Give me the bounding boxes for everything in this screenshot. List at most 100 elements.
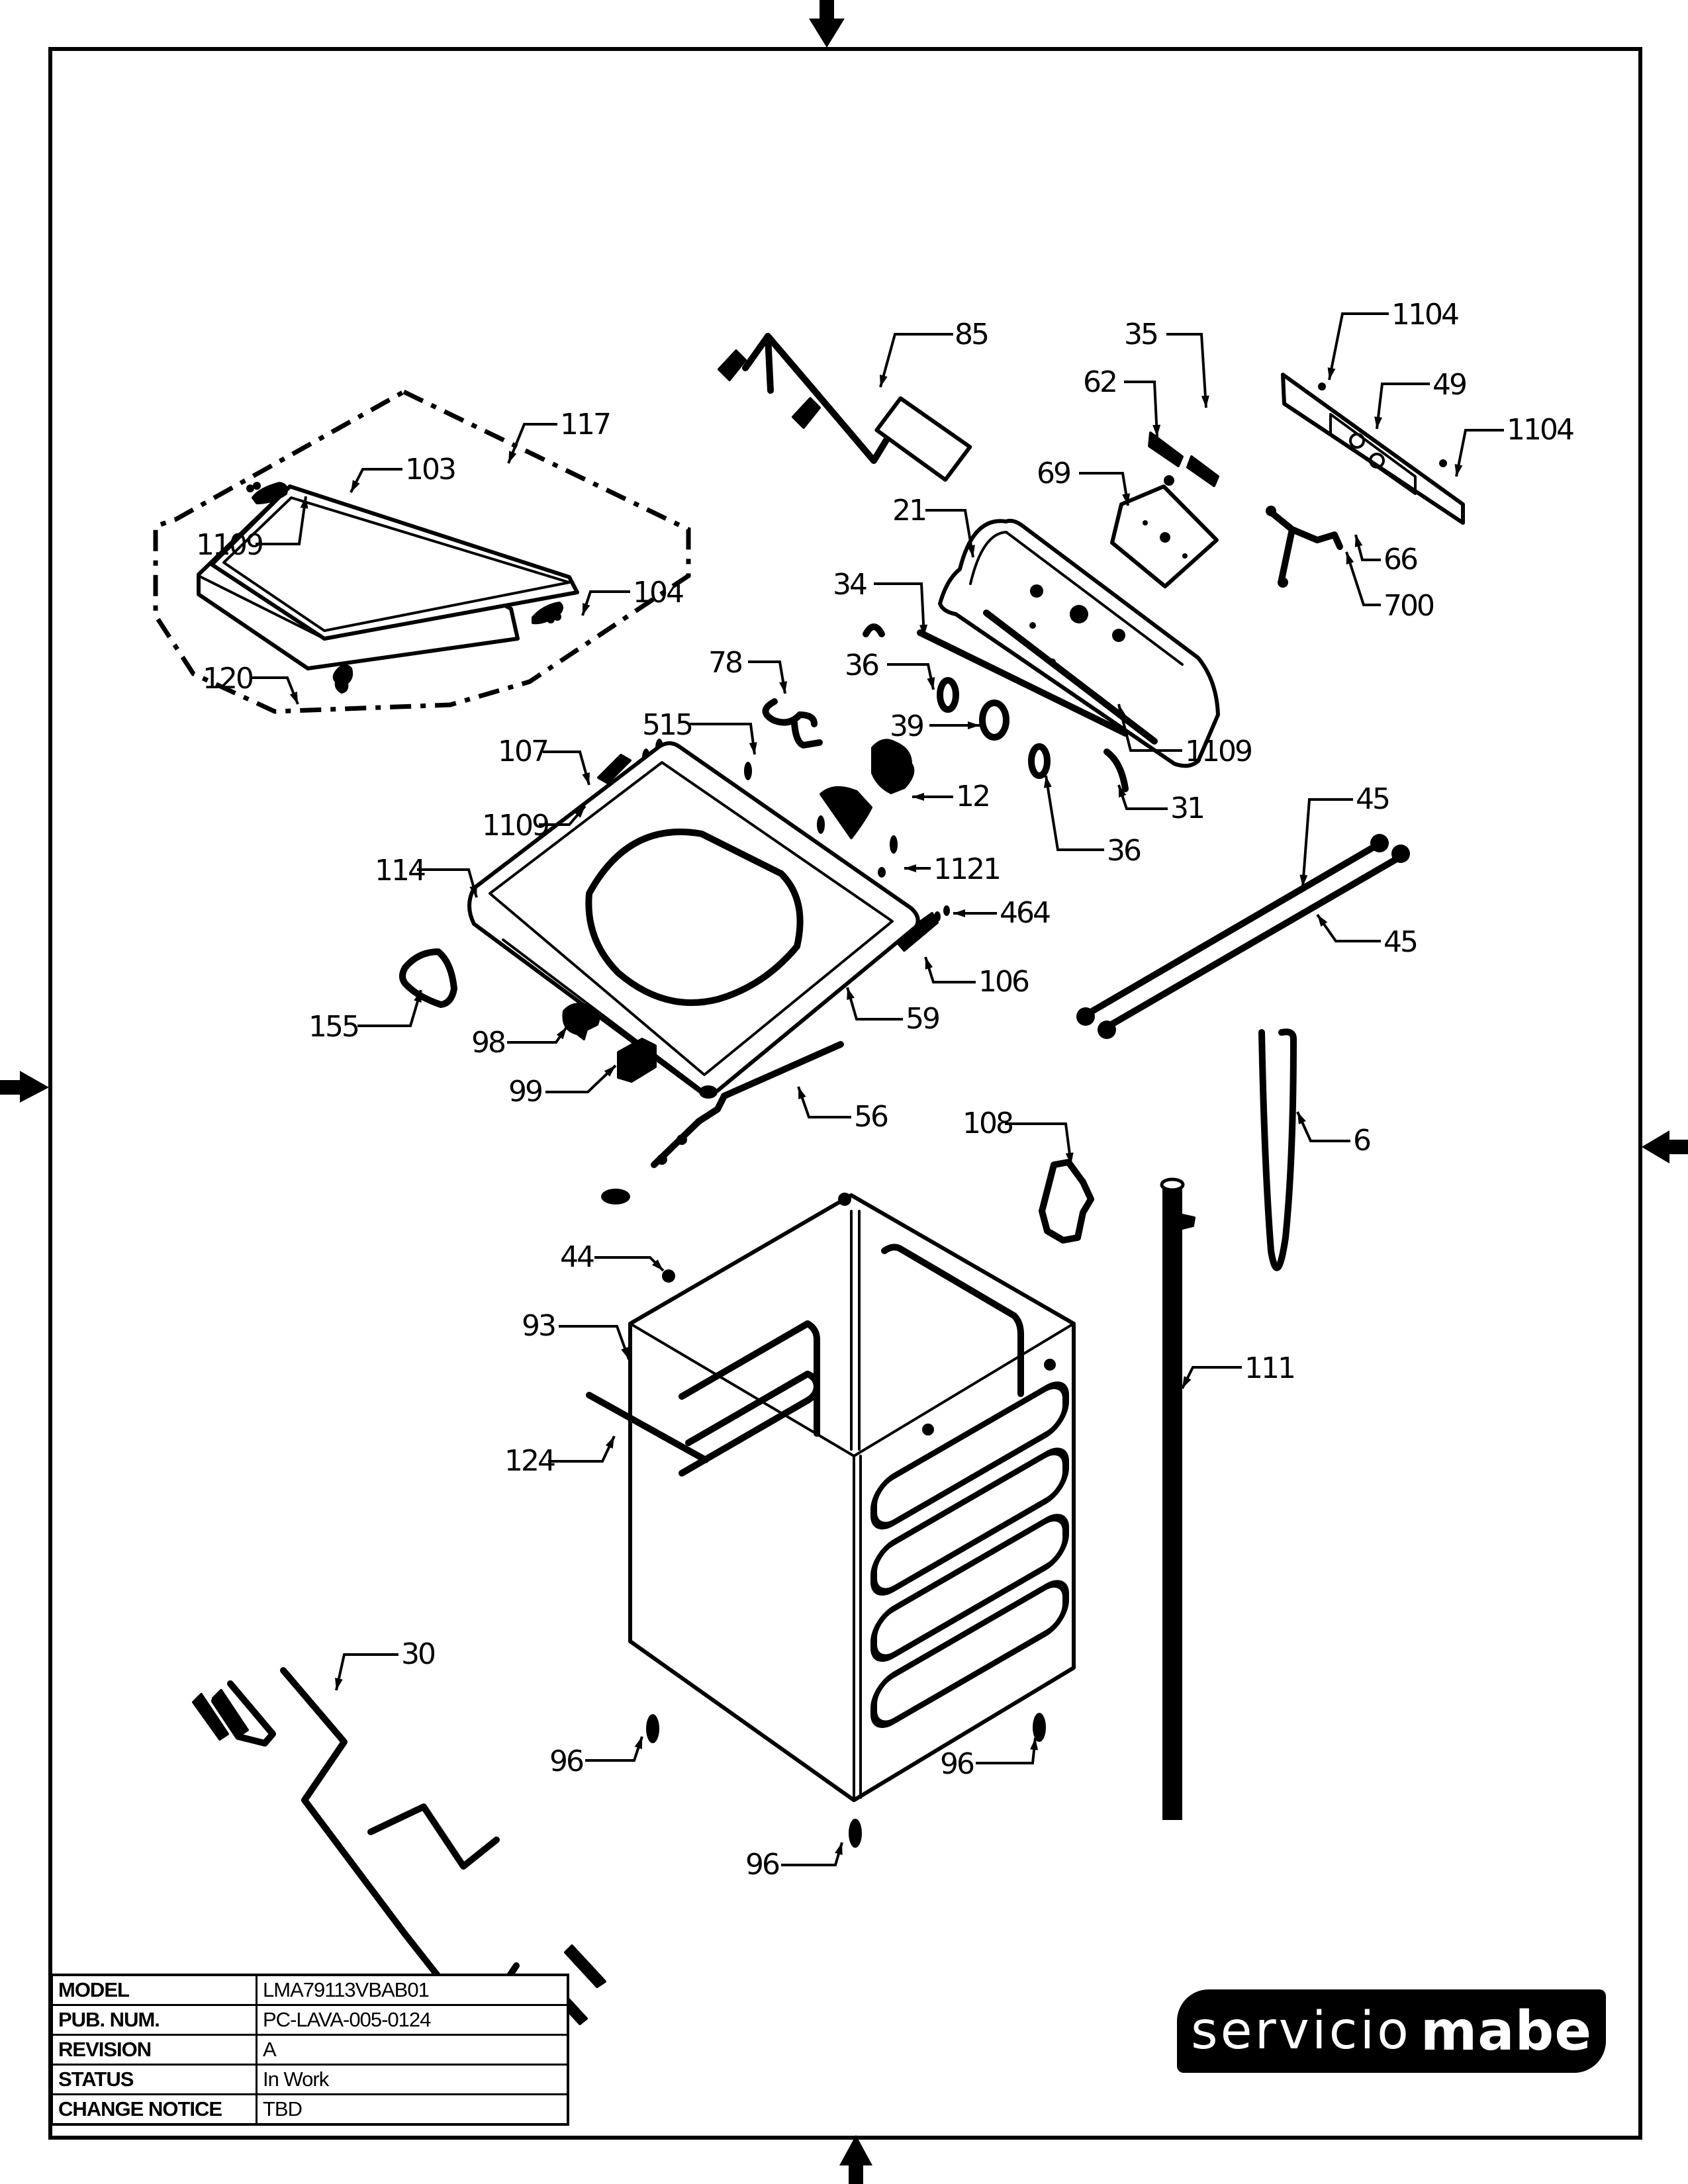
leader-arrowhead [1354, 535, 1363, 547]
callout-label: 103 [405, 453, 455, 486]
title-block: MODEL LMA79113VBAB01 PUB. NUM. PC-LAVA-0… [50, 1974, 569, 2126]
leader-arrowhead [605, 1436, 614, 1449]
callout-34: 34 [833, 568, 928, 637]
leader-arrowhead [574, 806, 585, 818]
part-96-foot-right [1033, 1713, 1046, 1742]
part-49-console-panel [1281, 373, 1465, 525]
callout-12: 12 [912, 780, 991, 813]
leader-line [250, 676, 299, 705]
part-155-foot [399, 948, 457, 1008]
callout-700: 700 [1345, 551, 1436, 623]
callout-label: 66 [1383, 543, 1417, 576]
center-arrow-bottom [839, 2135, 872, 2184]
callout-1104: 1104 [1327, 298, 1460, 381]
title-key-change-notice: CHANGE NOTICE [50, 2093, 258, 2126]
callout-label: 34 [833, 568, 867, 602]
leader-line [1296, 1111, 1350, 1142]
callout-label: 99 [508, 1075, 541, 1109]
part-36-grommet-lower [1028, 743, 1051, 779]
leader-line [350, 468, 402, 493]
part-114-top-cover [467, 741, 920, 1096]
callout-111: 111 [1181, 1351, 1296, 1389]
callout-label: 36 [845, 649, 878, 682]
callout-56: 56 [797, 1086, 890, 1134]
callout-label: 12 [956, 780, 989, 813]
callout-label: 49 [1432, 368, 1466, 402]
leader-arrowhead [652, 1259, 663, 1271]
leader-line [417, 868, 478, 898]
callout-label: 78 [708, 646, 741, 680]
leader-line [781, 1842, 843, 1866]
leader-line [1005, 1122, 1072, 1165]
callout-label: 1121 [933, 852, 1000, 886]
leader-arrowhead [879, 375, 888, 387]
callout-1109: 1109 [196, 496, 308, 562]
center-arrow-right [1642, 1130, 1688, 1163]
leader-arrowhead [1374, 416, 1383, 429]
callout-label: 44 [560, 1240, 594, 1274]
callout-label: 56 [854, 1100, 888, 1134]
leader-arrowhead [927, 677, 935, 690]
part-56-harness [601, 1041, 844, 1205]
part-99-switch [617, 1038, 657, 1083]
leader-arrowhead [904, 864, 916, 872]
part-34-trim-strip [917, 629, 1129, 737]
callout-49: 49 [1374, 368, 1468, 430]
leader-line [887, 663, 935, 690]
leader-arrowhead [621, 1347, 629, 1359]
callout-1104: 1104 [1454, 413, 1575, 477]
leader-arrowhead [634, 1737, 642, 1749]
leader-arrowhead [1297, 1112, 1306, 1124]
leader-arrowhead [749, 742, 757, 754]
leader-arrowhead [1182, 1376, 1192, 1388]
callout-62: 62 [1083, 365, 1161, 437]
leader-line [507, 423, 557, 464]
leader-line [335, 1653, 399, 1691]
title-key-pub-num: PUB. NUM. [50, 2004, 258, 2036]
callout-96: 96 [549, 1736, 643, 1778]
title-key-model: MODEL [50, 1974, 258, 2006]
callout-78: 78 [708, 646, 787, 694]
leader-line [1328, 312, 1389, 381]
leader-arrowhead [967, 545, 975, 557]
title-value-model: LMA79113VBAB01 [256, 1974, 569, 2006]
leader-arrowhead [798, 1087, 806, 1099]
leader-line [594, 1256, 665, 1272]
callout-label: 96 [745, 1848, 779, 1882]
leader-line [581, 590, 630, 616]
leader-arrowhead [1317, 915, 1328, 927]
leader-line [1455, 429, 1504, 477]
title-block-row: MODEL LMA79113VBAB01 [50, 1974, 569, 2006]
part-39-grommet [979, 700, 1009, 741]
callout-96: 96 [745, 1842, 843, 1882]
callout-515: 515 [642, 708, 757, 755]
callout-label: 106 [978, 965, 1029, 999]
leader-line [924, 956, 976, 983]
servicio-mabe-logo: servicio mabe [1177, 1989, 1606, 2073]
leader-arrowhead [925, 957, 933, 970]
part-111-drain-tube [1160, 1177, 1196, 1820]
part-96-foot-left [646, 1714, 659, 1743]
part-35-display-window [874, 396, 972, 482]
leader-arrowhead [1119, 785, 1127, 797]
callout-108: 108 [962, 1107, 1074, 1165]
leader-line [1301, 798, 1353, 887]
leader-line [1316, 913, 1381, 942]
callout-93: 93 [522, 1309, 630, 1360]
leader-arrowhead [289, 692, 298, 704]
part-93-cabinet [628, 1193, 1076, 1802]
callout-96: 96 [940, 1737, 1039, 1781]
title-block-row: PUB. NUM. PC-LAVA-005-0124 [50, 2004, 569, 2036]
leader-arrowhead [919, 624, 928, 637]
leader-arrowhead [351, 480, 360, 492]
callout-45: 45 [1299, 782, 1391, 887]
logo-text-light: servicio [1191, 2001, 1411, 2061]
title-value-revision: A [256, 2034, 569, 2066]
callout-label: 117 [560, 408, 610, 441]
part-62-switch-bracket [1148, 432, 1219, 487]
title-key-revision: REVISION [50, 2034, 258, 2066]
leader-arrowhead [335, 1678, 343, 1690]
callout-44: 44 [560, 1240, 665, 1274]
callout-99: 99 [508, 1064, 617, 1109]
